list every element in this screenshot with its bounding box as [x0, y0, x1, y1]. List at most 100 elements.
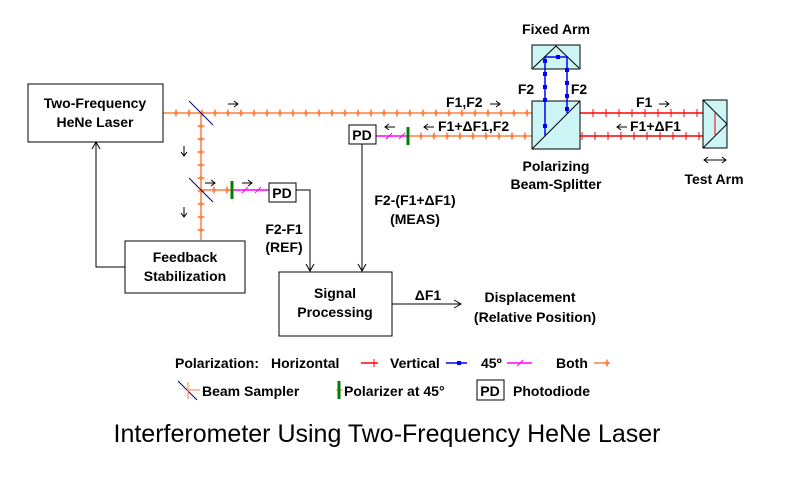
- f1df1f2-label: F1+ΔF1,F2: [438, 118, 509, 134]
- beam-return-both-dot: [510, 134, 514, 138]
- fixed-arm-label: Fixed Arm: [522, 21, 590, 37]
- beam-return-both-dot: [445, 134, 449, 138]
- beam-down-dot: [199, 202, 203, 206]
- beam-fixed-right-dot: [565, 107, 569, 111]
- displacement-label-2: (Relative Position): [474, 309, 596, 325]
- legend-45: 45º: [481, 355, 502, 371]
- beam-fixed-right-dot: [565, 68, 569, 72]
- ref-signal-line: [296, 189, 311, 270]
- direction-arrow-down-1: [180, 146, 188, 157]
- beam-laser-out-dot: [512, 111, 516, 115]
- feedback-label-1: Feedback: [153, 249, 218, 265]
- direction-arrow-f1df1: [616, 123, 627, 131]
- legend-vertical-sample-dot: [457, 361, 461, 365]
- direction-arrow-ref-1: [205, 179, 216, 187]
- signal-label-2: Processing: [297, 304, 372, 320]
- beam-sampler-2: [188, 177, 214, 203]
- direction-arrow-return: [423, 123, 434, 131]
- fixed-prism-edge: [532, 45, 580, 69]
- pbs-label-2: Beam-Splitter: [510, 176, 602, 192]
- ref-label-1: F2-F1: [265, 221, 303, 237]
- meas-arrowhead: [357, 263, 367, 273]
- beam-laser-out-dot: [187, 111, 191, 115]
- legend-vertical: Vertical: [390, 355, 440, 371]
- beam-return-both-dot: [523, 134, 527, 138]
- beam-laser-out-dot: [434, 111, 438, 115]
- feedback-line: [95, 142, 125, 268]
- ref-label-2: (REF): [265, 239, 302, 255]
- test-prism-edge: [702, 99, 728, 149]
- beam-return-both-dot: [458, 134, 462, 138]
- beam-fixed-left-dot: [543, 98, 547, 102]
- beam-fixed-left-dot: [543, 59, 547, 63]
- beam-laser-out-dot: [239, 111, 243, 115]
- beam-ref-both-dot: [212, 188, 216, 192]
- beam-laser-out-dot: [330, 111, 334, 115]
- legend-pd: PD: [480, 383, 499, 399]
- legend-beam-sampler: Beam Sampler: [202, 383, 300, 399]
- meas-label-1: F2-(F1+ΔF1): [374, 192, 455, 208]
- beam-laser-out-dot: [473, 111, 477, 115]
- laser-label-1: Two-Frequency: [44, 95, 147, 111]
- beam-fixed-left-dot: [543, 85, 547, 89]
- feedback-label-2: Stabilization: [144, 268, 226, 284]
- beam-down-dot: [199, 176, 203, 180]
- beam-return-both-dot: [471, 134, 475, 138]
- beam-laser-out-dot: [447, 111, 451, 115]
- beam-laser-out-dot: [174, 111, 178, 115]
- beam-fixed-right-dot: [565, 81, 569, 85]
- beam-down-dot: [199, 150, 203, 154]
- direction-arrow-meas: [384, 123, 395, 131]
- diagram-title: Interferometer Using Two-Frequency HeNe …: [114, 420, 661, 448]
- f1df1-label: F1+ΔF1: [630, 118, 681, 134]
- legend-both: Both: [556, 355, 588, 371]
- beam-meas-45-slash: [398, 132, 406, 140]
- feedback-arrowhead: [91, 140, 101, 150]
- beam-laser-out-dot: [317, 111, 321, 115]
- beam-down-dot: [199, 163, 203, 167]
- pbs-diagonal: [531, 100, 581, 150]
- beam-return-both-dot: [419, 134, 423, 138]
- beam-fixed-return-dot: [543, 124, 547, 128]
- beam-laser-out-dot: [486, 111, 490, 115]
- beam-down-dot: [199, 137, 203, 141]
- legend-photodiode: Photodiode: [513, 383, 590, 399]
- direction-arrow-out: [228, 100, 239, 108]
- direction-arrow-f1: [659, 100, 670, 108]
- beam-fixed-left-dot: [543, 72, 547, 76]
- output-arrowhead: [453, 299, 463, 309]
- direction-arrow-down-2: [180, 207, 188, 218]
- test-arm-motion-arrow: [703, 156, 727, 164]
- df1-label: ΔF1: [415, 287, 442, 303]
- f2-right-label: F2: [571, 81, 588, 97]
- legend-both-sample-dot: [605, 361, 609, 365]
- beam-laser-out-dot: [252, 111, 256, 115]
- pd-meas-label: PD: [352, 127, 371, 143]
- laser-box: [27, 83, 164, 143]
- legend: Polarization: Horizontal Vertical 45º Bo…: [175, 355, 610, 401]
- beam-laser-out-dot: [525, 111, 529, 115]
- beam-ref-both-dot: [225, 188, 229, 192]
- beam-fixed-right-dot: [565, 94, 569, 98]
- legend-horizontal: Horizontal: [271, 355, 339, 371]
- direction-arrow-ref-2: [242, 179, 253, 187]
- beam-down-dot: [199, 228, 203, 232]
- beam-ref-45-slash: [241, 186, 249, 194]
- pbs-label-1: Polarizing: [523, 158, 590, 174]
- beam-sampler-1: [188, 100, 214, 126]
- beam-down-dot: [199, 124, 203, 128]
- legend-45-sample-slash: [516, 359, 524, 367]
- beam-laser-out-dot: [408, 111, 412, 115]
- beam-laser-out-dot: [304, 111, 308, 115]
- legend-pd-box: [476, 379, 505, 401]
- beam-laser-out-dot: [265, 111, 269, 115]
- beam-laser-out-dot: [421, 111, 425, 115]
- f2-left-label: F2: [518, 81, 535, 97]
- laser-label-2: HeNe Laser: [56, 114, 134, 130]
- beam-return-both-dot: [432, 134, 436, 138]
- meas-label-2: (MEAS): [390, 211, 440, 227]
- displacement-label-1: Displacement: [484, 289, 575, 305]
- beam-meas-45-slash: [385, 132, 393, 140]
